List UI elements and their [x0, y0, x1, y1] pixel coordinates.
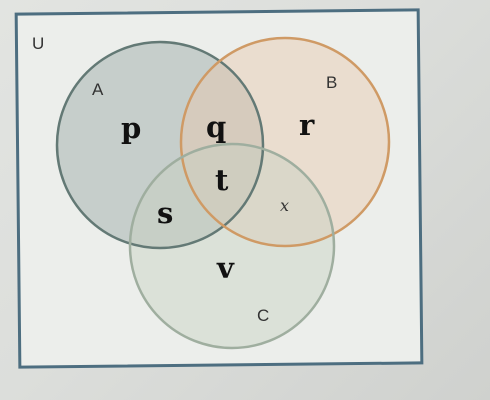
- set-c-label: C: [257, 306, 269, 325]
- circle-b-fill: [181, 38, 389, 246]
- region-a-b-c-label: t: [215, 163, 229, 197]
- region-a-and-b-label: q: [206, 110, 226, 144]
- region-a-and-c-label: s: [157, 196, 173, 230]
- circle-c: [128, 142, 336, 350]
- circle-c-fill: [130, 144, 334, 348]
- region-b-and-c-label: x: [280, 196, 289, 215]
- set-b-label: B: [326, 73, 337, 92]
- region-c-only-label: v: [216, 251, 235, 285]
- region-b-only-label: r: [299, 108, 315, 142]
- circle-b: [179, 36, 391, 248]
- set-a-label: A: [92, 80, 104, 99]
- universe-label: U: [32, 34, 44, 53]
- region-a-only-label: p: [121, 111, 141, 145]
- circle-a: [55, 40, 265, 250]
- circle-a-fill: [57, 42, 263, 248]
